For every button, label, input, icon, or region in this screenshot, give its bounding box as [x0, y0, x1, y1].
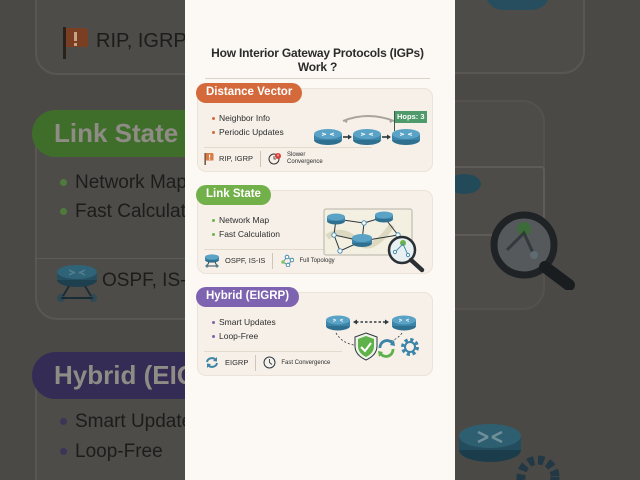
bg-divider: [35, 258, 185, 259]
bg-protocols-link: OSPF, IS-IS: [102, 270, 185, 291]
router-icon: [392, 129, 420, 145]
section-label-hybrid: Hybrid (EIGRP): [196, 287, 300, 307]
bullet-list: Neighbor Info Periodic Updates: [212, 111, 284, 139]
bullet-item: Loop-Free: [212, 329, 276, 343]
section-label-link-state: Link State: [196, 185, 271, 205]
sync-arrows-icon: [206, 357, 218, 368]
bg-bullet: Network Map: [60, 172, 185, 194]
clock-icon: [263, 356, 276, 369]
router-icon: [455, 420, 530, 470]
topology-icon: [281, 254, 295, 267]
router-icon: [314, 129, 342, 145]
igp-infographic: How Interior Gateway Protocols (IGPs) Wo…: [185, 0, 455, 480]
gear-icon: [515, 455, 561, 480]
bg-bullet: Smart Updates: [60, 411, 185, 433]
router-icon: [375, 211, 393, 223]
topology-note: Full Topology: [299, 257, 335, 264]
router-icon: [327, 213, 345, 225]
clock-alert-icon: [268, 153, 282, 165]
bg-bullet: Loop-Free: [60, 441, 163, 463]
router-icon: [326, 315, 350, 331]
router-icon: [205, 253, 219, 267]
bullet-item: Periodic Updates: [212, 125, 284, 139]
router-icon: [352, 234, 372, 247]
hops-flag: [395, 111, 427, 123]
bullet-item: Fast Calculation: [212, 227, 280, 241]
card-distance-vector: Distance Vector Neighbor Info Periodic U…: [196, 83, 433, 172]
bullet-item: Neighbor Info: [212, 111, 284, 125]
bg-card-distance-vector: [35, 0, 185, 75]
warning-flag-icon: [62, 25, 90, 66]
refresh-icon: [378, 339, 395, 358]
bg-card: [455, 0, 585, 74]
router-icon: [353, 129, 381, 145]
bullet-item: Network Map: [212, 213, 280, 227]
warning-flag-icon: [204, 153, 214, 165]
bg-bullet: Fast Calculation: [60, 201, 185, 223]
hybrid-diagram: [326, 315, 419, 361]
bullet-item: Smart Updates: [212, 315, 276, 329]
background-right-zoom: [455, 0, 640, 480]
bullet-list: Smart Updates Loop-Free: [212, 315, 276, 343]
protocol-names: RIP, IGRP: [219, 154, 254, 163]
router-icon: [485, 0, 550, 10]
router-icon: [392, 315, 416, 331]
card-footer: EIGRP Fast Convergence: [204, 351, 342, 373]
divider: [255, 354, 257, 371]
bg-pill-hybrid: Hybrid (EIGR: [32, 352, 185, 399]
bg-pill-link-state: Link State: [32, 110, 185, 157]
card-link-state: Link State Network Map Fast Calculation …: [196, 185, 433, 274]
divider: [260, 150, 262, 167]
hops-badge: Hops: 3: [397, 112, 425, 121]
section-label-distance-vector: Distance Vector: [196, 83, 303, 103]
bullet-list: Network Map Fast Calculation: [212, 213, 280, 241]
card-hybrid: Hybrid (EIGRP) Smart Updates Loop-Free E…: [196, 287, 433, 376]
bg-protocols-distance: RIP, IGRP: [96, 30, 185, 52]
convergence-note: Fast Convergence: [281, 359, 331, 366]
router-icon: [455, 174, 481, 194]
page-title: How Interior Gateway Protocols (IGPs) Wo…: [205, 46, 430, 79]
divider: [272, 252, 274, 269]
protocol-names: OSPF, IS-IS: [225, 256, 266, 265]
shield-check-icon: [354, 332, 378, 361]
magnifier-icon: [479, 205, 579, 295]
router-icon: [55, 264, 99, 309]
link-state-map-diagram: [323, 208, 425, 273]
background-left-zoom: RIP, IGRP Link State Network Map Fast Ca…: [0, 0, 185, 480]
protocol-names: EIGRP: [225, 358, 249, 367]
gear-icon: [401, 338, 419, 356]
magnifier-icon: [387, 235, 425, 273]
distance-vector-diagram: [314, 111, 427, 145]
card-footer: OSPF, IS-IS Full Topology: [204, 249, 338, 271]
